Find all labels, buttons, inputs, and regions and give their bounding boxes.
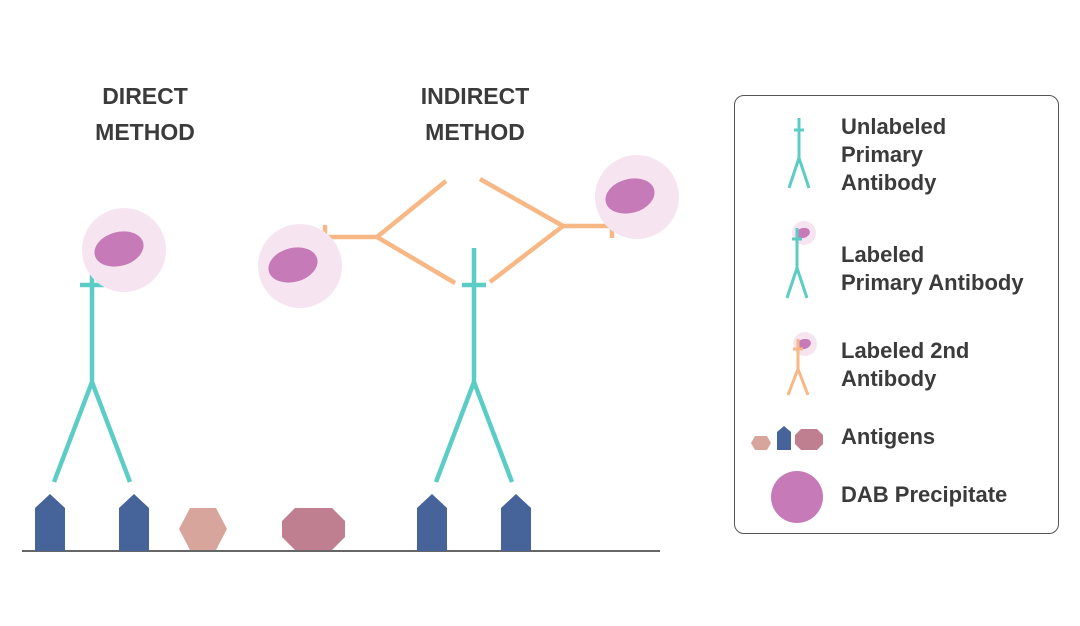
legend-label-line: Primary [841, 142, 923, 167]
indirect-title-line2: METHOD [425, 119, 525, 145]
legend-label-line: Antibody [841, 170, 937, 195]
legend-label-line: Antigens [841, 424, 936, 449]
legend-label-line: Antibody [841, 366, 937, 391]
antigen-blue [501, 494, 531, 551]
antigen-tan-hexagon [179, 508, 227, 550]
legend-item-labeled-secondary-antibody: Labeled 2nd Antibody [841, 337, 969, 393]
legend-label-line: Labeled 2nd [841, 338, 970, 363]
direct-dab-precipitate [82, 208, 166, 292]
labeled-secondary-antibody-icon [786, 332, 817, 396]
antigen-blue [35, 494, 65, 551]
indirect-dab-precipitate-right [595, 155, 679, 239]
legend-label-line: Primary Antibody [841, 270, 1024, 295]
legend-item-labeled-primary-antibody: Labeled Primary Antibody [841, 241, 1024, 297]
legend-icons [751, 118, 823, 523]
legend-label-line: Unlabeled [841, 114, 947, 139]
legend-item-unlabeled-primary-antibody: Unlabeled Primary Antibody [841, 113, 946, 197]
legend-item-dab-precipitate: DAB Precipitate [841, 481, 1007, 509]
antigen-blue [119, 494, 149, 551]
unlabeled-primary-antibody-icon [787, 118, 811, 189]
direct-title-line2: METHOD [95, 119, 195, 145]
legend-label-line: DAB Precipitate [841, 482, 1008, 507]
dab-precipitate-icon [771, 471, 823, 523]
direct-title-line1: DIRECT [102, 83, 188, 109]
indirect-unlabeled-primary-antibody [433, 248, 515, 483]
antigen-mauve-octagon [282, 508, 345, 550]
antigens-icon [751, 426, 823, 450]
direct-method-title: DIRECT METHOD [70, 78, 220, 150]
legend-item-antigens: Antigens [841, 423, 935, 451]
indirect-title-line1: INDIRECT [420, 83, 530, 109]
antigen-blue [417, 494, 447, 551]
legend-label-line: Labeled [841, 242, 925, 267]
legend-box: Unlabeled Primary Antibody Labeled Prima… [734, 95, 1059, 534]
indirect-method-title: INDIRECT METHOD [395, 78, 555, 150]
labeled-primary-antibody-icon [785, 221, 816, 299]
indirect-dab-precipitate-left [258, 224, 342, 308]
